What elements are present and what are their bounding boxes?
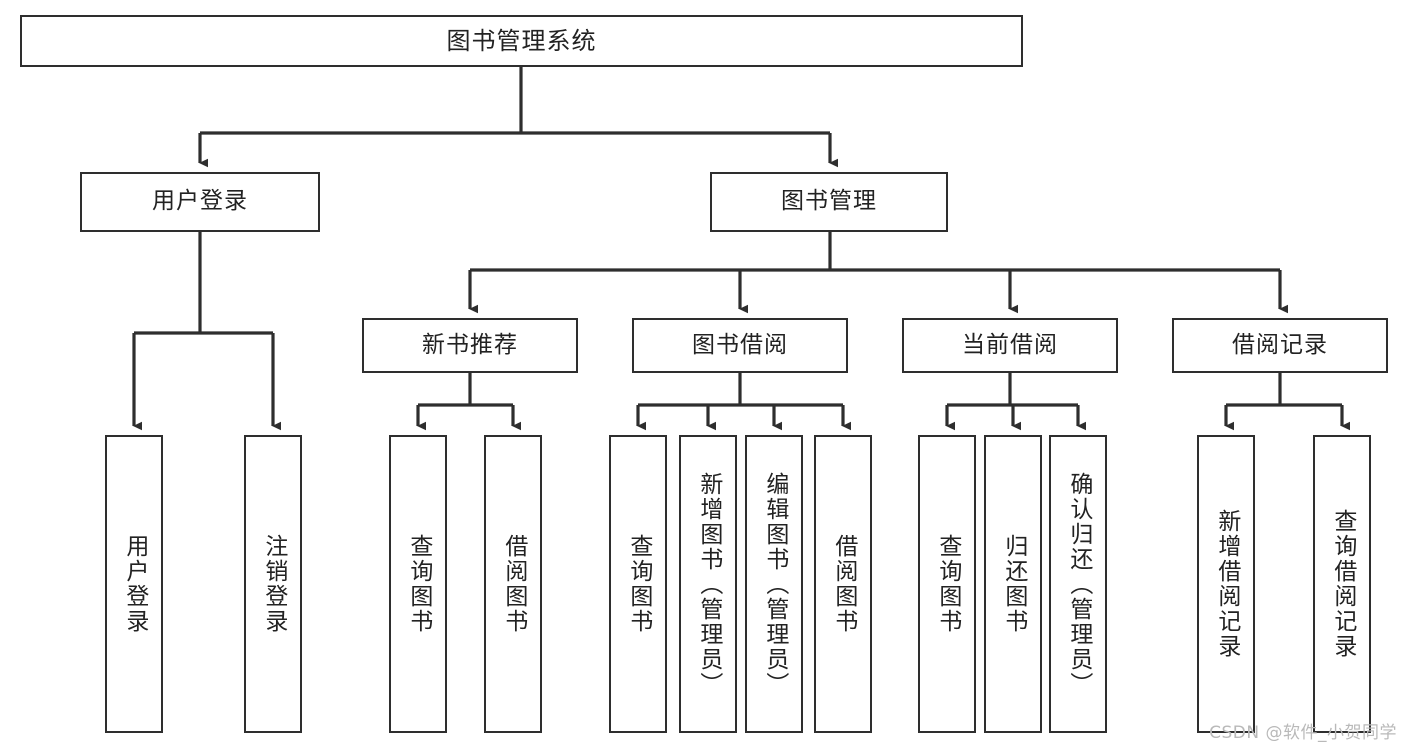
node-leaf-borrow-books-newbook[interactable]: 借阅图书 [484, 435, 542, 733]
node-leaf-logout[interactable]: 注销登录 [244, 435, 302, 733]
node-leaf-return-books-label: 归还图书 [1000, 534, 1027, 634]
node-leaf-edit-book-admin-label: 编辑图书（管理员） [761, 471, 788, 697]
node-leaf-add-book-admin[interactable]: 新增图书（管理员） [679, 435, 737, 733]
node-root[interactable]: 图书管理系统 [20, 15, 1023, 67]
node-leaf-add-borrow-record-label: 新增借阅记录 [1213, 509, 1240, 659]
node-book-management-label: 图书管理 [781, 188, 877, 215]
node-leaf-confirm-return-admin[interactable]: 确认归还（管理员） [1049, 435, 1107, 733]
node-leaf-user-login[interactable]: 用户登录 [105, 435, 163, 733]
node-borrow-records[interactable]: 借阅记录 [1172, 318, 1388, 373]
node-leaf-add-borrow-record[interactable]: 新增借阅记录 [1197, 435, 1255, 733]
node-leaf-query-borrow-record-label: 查询借阅记录 [1329, 509, 1356, 659]
node-leaf-edit-book-admin[interactable]: 编辑图书（管理员） [745, 435, 803, 733]
node-leaf-query-books-current[interactable]: 查询图书 [918, 435, 976, 733]
node-book-borrow[interactable]: 图书借阅 [632, 318, 848, 373]
node-leaf-logout-label: 注销登录 [260, 534, 287, 634]
node-leaf-query-books-newbook[interactable]: 查询图书 [389, 435, 447, 733]
node-leaf-query-books-newbook-label: 查询图书 [405, 534, 432, 634]
node-book-borrow-label: 图书借阅 [692, 331, 788, 358]
node-borrow-records-label: 借阅记录 [1232, 331, 1328, 358]
node-current-borrow[interactable]: 当前借阅 [902, 318, 1118, 373]
node-user-login-label: 用户登录 [152, 188, 248, 215]
node-leaf-borrow-books-newbook-label: 借阅图书 [500, 534, 527, 634]
node-leaf-return-books[interactable]: 归还图书 [984, 435, 1042, 733]
node-current-borrow-label: 当前借阅 [962, 331, 1058, 358]
node-leaf-borrow-books-borrow[interactable]: 借阅图书 [814, 435, 872, 733]
node-leaf-confirm-return-admin-label: 确认归还（管理员） [1065, 471, 1092, 697]
node-book-management[interactable]: 图书管理 [710, 172, 948, 232]
node-new-book-recommend-label: 新书推荐 [422, 331, 518, 358]
node-leaf-query-books-borrow[interactable]: 查询图书 [609, 435, 667, 733]
node-leaf-user-login-label: 用户登录 [121, 534, 148, 634]
node-leaf-query-books-borrow-label: 查询图书 [625, 534, 652, 634]
node-new-book-recommend[interactable]: 新书推荐 [362, 318, 578, 373]
node-leaf-add-book-admin-label: 新增图书（管理员） [695, 471, 722, 697]
node-leaf-query-books-current-label: 查询图书 [934, 534, 961, 634]
node-leaf-borrow-books-borrow-label: 借阅图书 [830, 534, 857, 634]
node-user-login[interactable]: 用户登录 [80, 172, 320, 232]
node-leaf-query-borrow-record[interactable]: 查询借阅记录 [1313, 435, 1371, 733]
watermark-text: CSDN @软件_小贺同学 [1209, 723, 1397, 743]
node-root-label: 图书管理系统 [446, 26, 597, 55]
